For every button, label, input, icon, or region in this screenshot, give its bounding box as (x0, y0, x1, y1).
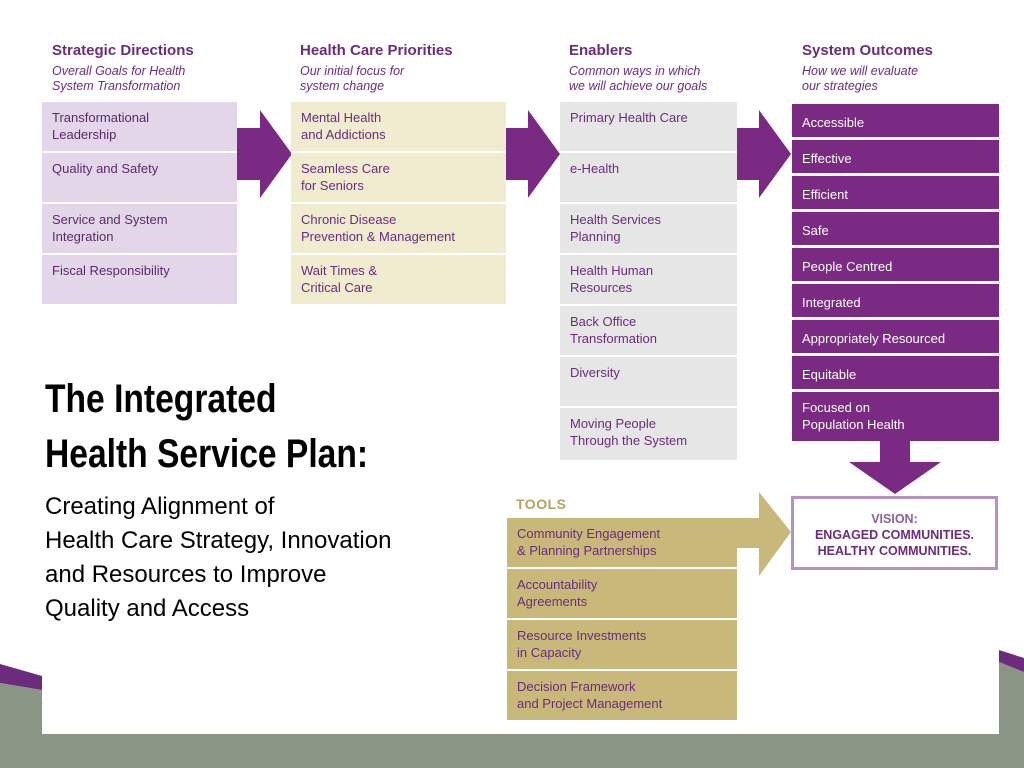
direction-item: Fiscal Responsibility (42, 255, 237, 304)
outcome-item: Focused on Population Health (792, 392, 999, 441)
outcome-item: People Centred (792, 248, 999, 281)
enabler-item: Primary Health Care (560, 102, 737, 151)
system-outcomes-subtitle: How we will evaluate our strategies (802, 64, 919, 93)
outcome-item: Equitable (792, 356, 999, 389)
vision-box: VISION: ENGAGED COMMUNITIES. HEALTHY COM… (791, 496, 998, 570)
tool-item: Accountability Agreements (507, 569, 737, 618)
arrow-enablers-to-outcomes (737, 110, 791, 198)
enablers-header: Enablers Common ways in which we will ac… (569, 42, 799, 93)
outcome-item: Safe (792, 212, 999, 245)
direction-item: Quality and Safety (42, 153, 237, 202)
strategic-directions-title: Strategic Directions (52, 42, 194, 59)
tool-item: Decision Framework and Project Managemen… (507, 671, 737, 720)
page-title: The Integrated Health Service Plan: (45, 377, 369, 476)
health-care-priorities-subtitle: Our initial focus for system change (300, 64, 405, 93)
page-subtitle: Creating Alignment of Health Care Strate… (45, 493, 392, 622)
enablers-title: Enablers (569, 42, 633, 59)
enablers-subtitle: Common ways in which we will achieve our… (569, 64, 708, 93)
priority-item: Mental Health and Addictions (291, 102, 506, 151)
strategic-directions-header: Strategic Directions Overall Goals for H… (52, 42, 282, 93)
priority-item: Chronic Disease Prevention & Management (291, 204, 506, 253)
enabler-item: e-Health (560, 153, 737, 202)
enabler-item: Health Services Planning (560, 204, 737, 253)
priority-item: Seamless Care for Seniors (291, 153, 506, 202)
enabler-item: Diversity (560, 357, 737, 406)
direction-item: Transformational Leadership (42, 102, 237, 151)
outcome-item: Appropriately Resourced (792, 320, 999, 353)
health-care-priorities-header: Health Care Priorities Our initial focus… (300, 42, 530, 93)
enabler-item: Back Office Transformation (560, 306, 737, 355)
outcome-item: Efficient (792, 176, 999, 209)
tools-title: TOOLS (516, 496, 567, 512)
system-outcomes-title: System Outcomes (802, 42, 933, 59)
enabler-item: Health Human Resources (560, 255, 737, 304)
arrow-directions-to-priorities (237, 110, 292, 198)
system-outcomes-header: System Outcomes How we will evaluate our… (802, 42, 1024, 93)
arrow-priorities-to-enablers (506, 110, 560, 198)
vision-line-engaged: ENGAGED COMMUNITIES. (814, 528, 975, 542)
tool-item: Resource Investments in Capacity (507, 620, 737, 669)
outcome-item: Integrated (792, 284, 999, 317)
health-care-priorities-title: Health Care Priorities (300, 42, 453, 59)
direction-item: Service and System Integration (42, 204, 237, 253)
tool-item: Community Engagement & Planning Partners… (507, 518, 737, 567)
priority-item: Wait Times & Critical Care (291, 255, 506, 304)
strategic-directions-subtitle: Overall Goals for Health System Transfor… (52, 64, 186, 93)
footer-purple-accent-right (999, 650, 1024, 672)
outcome-item: Accessible (792, 104, 999, 137)
outcome-item: Effective (792, 140, 999, 173)
footer-purple-accent-left (0, 664, 42, 690)
vision-label: VISION: (871, 512, 918, 526)
enabler-item: Moving People Through the System (560, 408, 737, 460)
arrow-tools-to-vision (737, 492, 791, 576)
arrow-outcomes-to-vision (849, 441, 941, 494)
footer-gray-band (0, 662, 1024, 768)
vision-line-healthy: HEALTHY COMMUNITIES. (817, 544, 972, 558)
